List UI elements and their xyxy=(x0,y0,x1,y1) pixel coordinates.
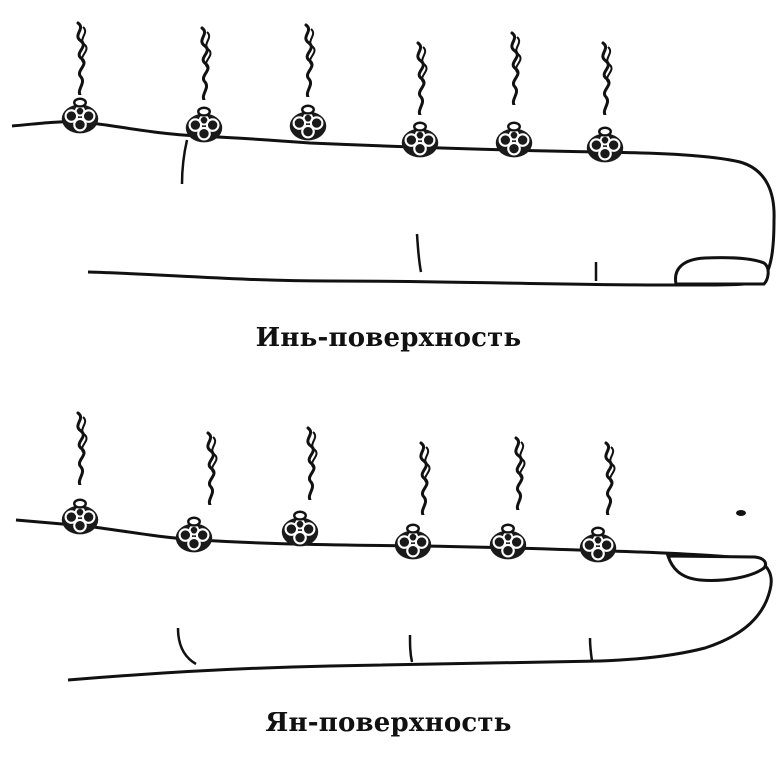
yin-finger-top-contour xyxy=(12,122,774,285)
yin-finger xyxy=(12,23,774,285)
smoke-wisp-icon xyxy=(512,33,521,105)
moxa-cone-icon xyxy=(282,512,318,547)
moxa-cone-icon xyxy=(290,106,326,141)
moxa-cone-icon xyxy=(186,108,222,143)
yang-finger-top-contour xyxy=(16,520,771,680)
yin-moxa-point-2 xyxy=(186,28,222,142)
yang-nail xyxy=(668,556,766,580)
stray-mark xyxy=(736,510,746,516)
yang-surface-caption: Ян-поверхность xyxy=(0,708,777,738)
moxa-cone-icon xyxy=(62,500,98,535)
smoke-wisp-icon xyxy=(208,433,217,505)
yang-moxa-point-5 xyxy=(490,438,526,559)
yang-crease-proximal xyxy=(178,628,196,664)
yin-crease-middle xyxy=(417,234,421,272)
moxa-cone-icon xyxy=(402,123,438,158)
smoke-wisp-icon xyxy=(603,43,612,115)
yang-crease-distal xyxy=(590,638,592,661)
smoke-wisp-icon xyxy=(202,28,211,100)
smoke-wisp-icon xyxy=(306,25,315,97)
yin-nail xyxy=(676,258,769,284)
yang-moxa-point-3 xyxy=(282,428,318,546)
yang-finger xyxy=(16,413,771,680)
moxa-cone-icon xyxy=(587,128,623,163)
yin-moxa-point-3 xyxy=(290,25,326,140)
moxa-cone-icon xyxy=(176,518,212,553)
moxa-cone-icon xyxy=(496,123,532,158)
yang-moxa-point-1 xyxy=(62,413,98,534)
smoke-wisp-icon xyxy=(78,413,87,485)
moxa-cone-icon xyxy=(395,525,431,560)
yin-moxa-point-5 xyxy=(496,33,532,157)
smoke-wisp-icon xyxy=(78,23,87,95)
yin-moxa-points xyxy=(62,23,623,162)
smoke-wisp-icon xyxy=(421,443,430,515)
yin-surface-caption: Инь-поверхность xyxy=(0,323,777,353)
moxa-cone-icon xyxy=(490,525,526,560)
yin-moxa-point-1 xyxy=(62,23,98,133)
yang-moxa-point-4 xyxy=(395,443,431,559)
moxa-cone-icon xyxy=(62,99,98,134)
yin-moxa-point-4 xyxy=(402,43,438,157)
smoke-wisp-icon xyxy=(418,43,427,115)
smoke-wisp-icon xyxy=(308,428,317,500)
yang-crease-middle xyxy=(410,635,412,662)
yang-moxa-points xyxy=(62,413,616,562)
yang-moxa-point-6 xyxy=(580,443,616,562)
yin-crease-proximal xyxy=(182,140,187,184)
moxa-cone-icon xyxy=(580,528,616,563)
yang-moxa-point-2 xyxy=(176,433,217,552)
smoke-wisp-icon xyxy=(606,443,615,515)
smoke-wisp-icon xyxy=(516,438,525,510)
yin-moxa-point-6 xyxy=(587,43,623,162)
